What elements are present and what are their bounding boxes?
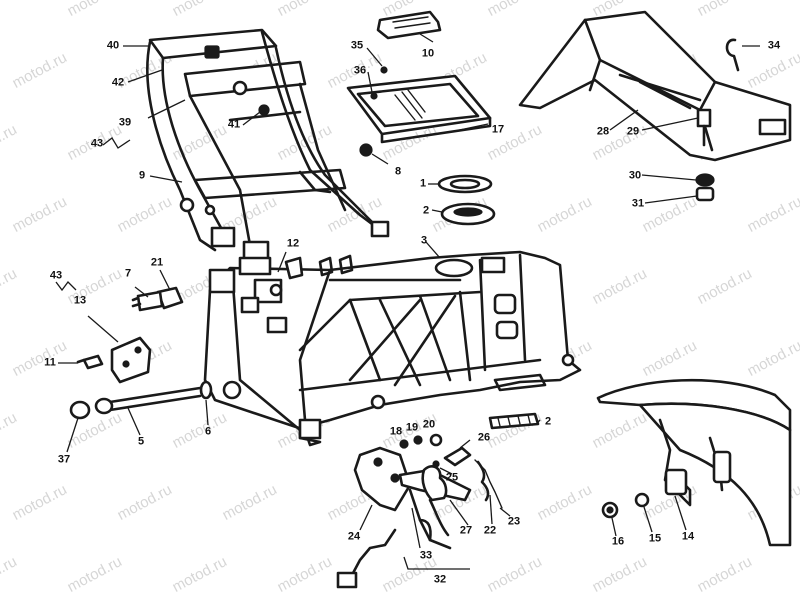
callout-40: 40	[106, 39, 120, 52]
part-17-tray	[346, 66, 492, 144]
callout-3: 3	[420, 234, 428, 247]
callout-43-top: 43	[90, 137, 104, 150]
callout-42: 42	[111, 76, 125, 89]
rear-mudguard	[518, 10, 792, 202]
callout-26: 26	[477, 431, 491, 444]
callout-11: 11	[44, 356, 56, 369]
callout-28: 28	[596, 125, 610, 138]
callout-24: 24	[347, 530, 361, 543]
callout-6: 6	[204, 425, 212, 438]
callout-18: 18	[389, 425, 403, 438]
callout-32: 32	[433, 573, 447, 586]
part-10-pad	[376, 10, 442, 40]
callout-19: 19	[405, 421, 419, 434]
callout-37: 37	[57, 453, 71, 466]
callout-17: 17	[491, 123, 505, 136]
callout-27: 27	[459, 524, 473, 537]
bracket-assembly	[76, 254, 354, 384]
callout-20: 20	[422, 418, 436, 431]
callout-16: 16	[611, 535, 625, 548]
callout-30: 30	[628, 169, 642, 182]
callout-10: 10	[421, 47, 435, 60]
callout-8: 8	[394, 165, 402, 178]
callout-7: 7	[124, 267, 132, 280]
callout-25: 25	[445, 471, 459, 484]
callout-1: 1	[419, 177, 427, 190]
callout-29: 29	[626, 125, 640, 138]
callout-36: 36	[353, 64, 367, 77]
callout-2-top: 2	[422, 204, 430, 217]
callout-35: 35	[350, 39, 364, 52]
front-mudguard	[596, 378, 792, 547]
callout-12: 12	[286, 237, 300, 250]
callout-41: 41	[227, 118, 241, 131]
callout-9: 9	[138, 169, 146, 182]
callout-43-left: 43	[49, 269, 63, 282]
main-frame	[203, 250, 582, 447]
callout-31: 31	[631, 197, 645, 210]
callout-39: 39	[118, 116, 132, 129]
small-rubber-parts	[359, 143, 496, 226]
callout-33: 33	[419, 549, 433, 562]
rear-subframe	[146, 28, 390, 262]
callout-5: 5	[137, 435, 145, 448]
callout-14: 14	[681, 530, 695, 543]
leader-lines	[55, 33, 760, 570]
callout-15: 15	[648, 532, 662, 545]
callout-22: 22	[483, 524, 497, 537]
callout-34: 34	[767, 39, 781, 52]
number-plate-bracket	[336, 433, 503, 589]
callout-21: 21	[150, 256, 164, 269]
callout-13: 13	[73, 294, 87, 307]
callout-2-bottom: 2	[544, 415, 552, 428]
part-2-bar	[488, 412, 540, 430]
callout-23: 23	[507, 515, 521, 528]
swingarm-bolt	[69, 380, 213, 420]
